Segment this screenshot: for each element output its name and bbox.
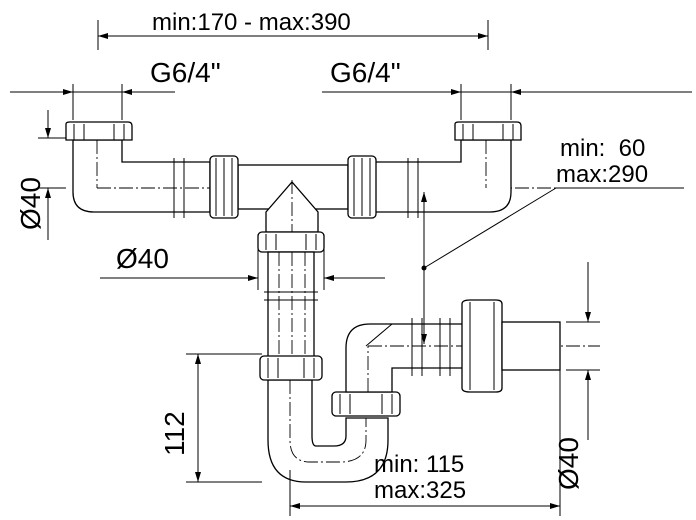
outlet-diameter-label: Ø40 xyxy=(553,437,584,490)
overall-width-label: min:170 - max:390 xyxy=(152,9,351,36)
height-range-dimension: min: 60 max:290 xyxy=(421,135,684,344)
height-range-max-label: max:290 xyxy=(556,161,648,188)
height-range-min-label: min: 60 xyxy=(560,135,645,162)
trap-bend xyxy=(259,323,600,483)
thread-dimensions: G6/4" G6/4" xyxy=(10,57,692,120)
outlet-reach-max-label: max:325 xyxy=(374,477,466,504)
branch-diameter-dimension: Ø40 xyxy=(100,238,385,290)
branch-diameter-label: Ø40 xyxy=(116,243,169,274)
outlet-reach-dimension: min: 115 max:325 xyxy=(289,370,561,516)
trap-height-dimension: 112 xyxy=(159,353,262,483)
inlet-diameter-label: Ø40 xyxy=(15,177,46,230)
wall-outlet xyxy=(411,299,561,393)
thread-right-label: G6/4" xyxy=(330,57,401,88)
thread-left-label: G6/4" xyxy=(150,57,221,88)
double-inlet-pipe xyxy=(65,121,650,238)
overall-width-dimension: min:170 - max:390 xyxy=(97,9,489,50)
tail-pipe xyxy=(257,231,325,359)
inlet-diameter-dimension: Ø40 xyxy=(15,110,66,240)
outlet-reach-min-label: min: 115 xyxy=(374,451,464,478)
trap-height-label: 112 xyxy=(159,411,190,456)
outlet-diameter-dimension: Ø40 xyxy=(553,262,600,490)
